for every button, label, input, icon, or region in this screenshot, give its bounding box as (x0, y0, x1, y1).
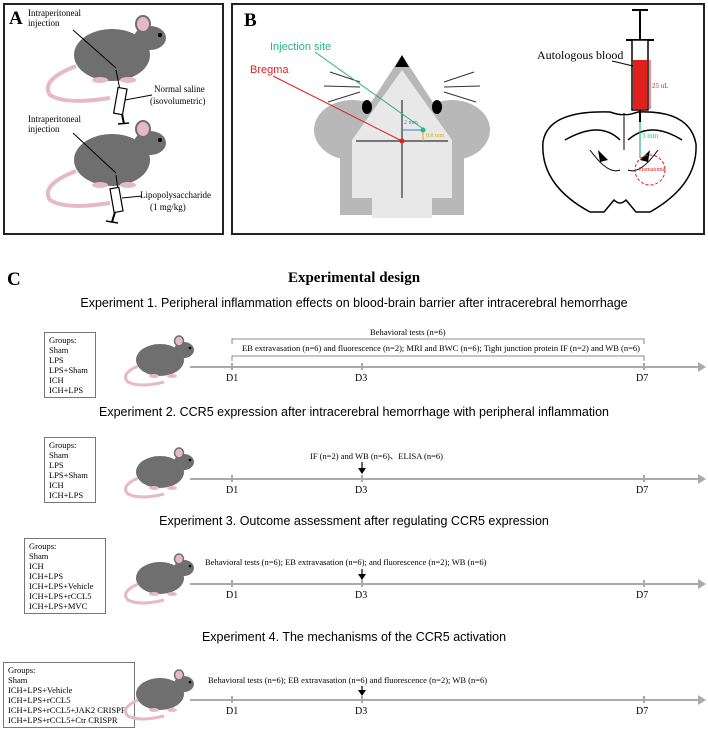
group-item: LPS (49, 355, 64, 365)
experiment-3-line1: Behavioral tests (n=6); EB extravasation… (205, 557, 487, 567)
group-item: Sham (49, 345, 69, 355)
panel-b-coord-2: 0.8 mm (426, 133, 445, 139)
panel-c-title: Experimental design (287, 270, 421, 286)
day-label-d7: D7 (636, 373, 649, 384)
panel-a-label: A (9, 8, 23, 29)
group-item: ICH+LPS+Vehicle (29, 581, 94, 591)
down-arrow-icon (358, 686, 366, 696)
experiment-4-groups: Groups: Sham ICH+LPS+Vehicle ICH+LPS+rCC… (3, 662, 135, 728)
panel-a-bottom-injection: Intraperitoneal injection (28, 114, 81, 134)
day-label-d1: D1 (226, 373, 239, 384)
group-item: Sham (8, 675, 28, 685)
skull-illustration (314, 55, 490, 218)
group-item: ICH+LPS (29, 571, 64, 581)
panel-a-top-agent-line1: Normal saline (154, 84, 205, 94)
day-label-d7: D7 (636, 590, 649, 601)
bracket (231, 355, 645, 361)
groups-header: Groups: (29, 541, 57, 551)
day-label-d1: D1 (226, 706, 239, 717)
groups-header: Groups: (8, 665, 36, 675)
panel-a-bottom-agent-line2: (1 mg/kg) (150, 202, 186, 212)
group-item: LPS (49, 460, 64, 470)
group-item: ICH+LPS+rCCL5+JAK2 CRISPR (8, 705, 127, 715)
arrow-head-icon (698, 695, 706, 705)
bracket (231, 338, 645, 344)
panel-a-top-agent-line2: (isovolumetric) (150, 96, 206, 106)
panel-c-label: C (7, 269, 21, 290)
syringe-icon (105, 174, 124, 224)
panel-b-volume: 25 uL (652, 82, 669, 90)
experiment-1-groups: Groups: Sham LPS LPS+Sham ICH ICH+LPS (44, 332, 96, 398)
experiment-4-line1: Behavioral tests (n=6); EB extravasation… (208, 675, 488, 685)
day-label-d7: D7 (636, 485, 649, 496)
mouse-icon (124, 334, 196, 387)
experiment-1-line1: Behavioral tests (n=6) (370, 327, 446, 337)
group-item: LPS+Sham (49, 470, 88, 480)
brain-section-illustration (542, 111, 697, 213)
group-item: ICH+LPS+rCCL5 (8, 695, 71, 705)
experiment-2-title: Experiment 2. CCR5 expression after intr… (99, 405, 609, 419)
group-item: ICH (29, 561, 44, 571)
panel-b-autologous-blood: Autologous blood (537, 48, 624, 62)
day-label-d3: D3 (355, 590, 368, 601)
group-item: Sham (49, 450, 69, 460)
mouse-icon (124, 552, 196, 605)
group-item: ICH+LPS (49, 385, 84, 395)
panel-b-hematoma: Hematoma (639, 167, 666, 173)
syringe-icon (112, 69, 130, 125)
day-label-d1: D1 (226, 590, 239, 601)
syringe-icon (626, 9, 654, 158)
experiment-4-title: Experiment 4. The mechanisms of the CCR5… (201, 630, 507, 644)
group-item: ICH+LPS+rCCL5+Ctr CRISPR (8, 715, 118, 725)
mouse-icon (45, 15, 166, 103)
down-arrow-icon (358, 462, 366, 474)
panel-b-depth: 3 mm (642, 132, 659, 140)
experiment-2-groups: Groups: Sham LPS LPS+Sham ICH ICH+LPS (44, 437, 96, 503)
group-item: ICH+LPS+Vehicle (8, 685, 73, 695)
experiment-3-groups: Groups: Sham ICH ICH+LPS ICH+LPS+Vehicle… (24, 538, 106, 614)
group-item: Sham (29, 551, 49, 561)
day-label-d3: D3 (355, 373, 368, 384)
day-label-d3: D3 (355, 485, 368, 496)
day-label-d1: D1 (226, 485, 239, 496)
mouse-icon (45, 120, 166, 208)
group-item: ICH+LPS (49, 490, 84, 500)
group-item: ICH (49, 375, 64, 385)
day-label-d7: D7 (636, 706, 649, 717)
arrow-head-icon (698, 579, 706, 589)
group-item: LPS+Sham (49, 365, 88, 375)
group-item: ICH (49, 480, 64, 490)
group-item: ICH+LPS+rCCL5 (29, 591, 92, 601)
experiment-2-line1: IF (n=2) and WB (n=6)、ELISA (n=6) (310, 451, 443, 461)
mouse-icon (124, 446, 196, 499)
experiment-1-title: Experiment 1. Peripheral inflammation ef… (80, 296, 628, 310)
groups-header: Groups: (49, 440, 77, 450)
panel-a-bottom-agent-line1: Lipopolysaccharide (140, 190, 211, 200)
down-arrow-icon (358, 569, 366, 580)
mouse-icon (124, 668, 196, 721)
experiment-3-title: Experiment 3. Outcome assessment after r… (159, 514, 549, 528)
day-label-d3: D3 (355, 706, 368, 717)
panel-b-label: B (244, 10, 257, 31)
arrow-head-icon (698, 474, 706, 484)
panel-b-bregma: Bregma (250, 64, 289, 76)
panel-a-top-injection: Intraperitoneal injection (28, 8, 81, 28)
panel-b-coord-1: 2 mm (404, 120, 418, 126)
groups-header: Groups: (49, 335, 77, 345)
group-item: ICH+LPS+MVC (29, 601, 88, 611)
experiment-1-line2: EB extravasation (n=6) and fluorescence … (242, 343, 640, 353)
arrow-head-icon (698, 362, 706, 372)
panel-b-injection-site: Injection site (270, 41, 332, 53)
